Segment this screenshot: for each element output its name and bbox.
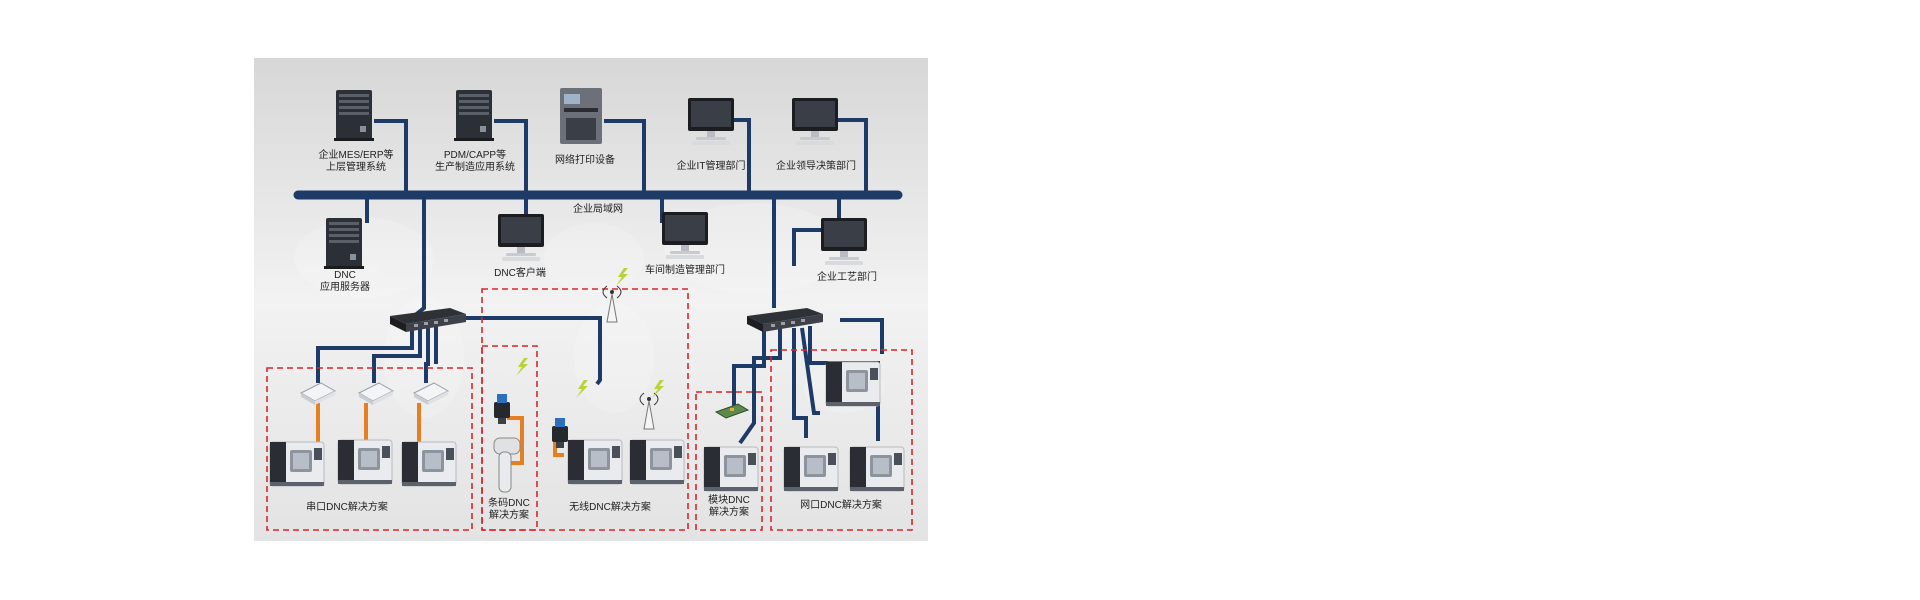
dnc-network-diagram: 企业MES/ERP等上层管理系统 PDM/CAPP等生产制造应用系统 网络打印设…	[254, 58, 928, 541]
barcode-solution-box	[481, 345, 538, 531]
network-solution-box	[770, 349, 913, 531]
it-dept-label: 企业IT管理部门	[676, 161, 746, 172]
serial-solution-label: 串口DNC解决方案	[306, 502, 388, 513]
cnc-machine-icon	[401, 441, 457, 487]
cnc-machine-icon	[269, 441, 325, 487]
cnc-machine-icon	[337, 439, 393, 485]
pdm-capp-server-icon	[454, 90, 494, 141]
barcode-scanner-icon	[493, 437, 521, 493]
dnc-server-icon	[324, 218, 364, 269]
cnc-machine-icon	[629, 439, 685, 485]
dnc-module-board-icon	[714, 403, 750, 419]
switch-left-cables	[316, 316, 602, 386]
serial-solution-box	[266, 367, 473, 531]
mes-erp-label: 企业MES/ERP等上层管理系统	[318, 150, 394, 173]
cnc-machine-icon	[703, 446, 759, 492]
process-dept-label: 企业工艺部门	[817, 272, 877, 283]
solution-boxes	[266, 288, 913, 531]
diagram-canvas	[254, 58, 928, 541]
leadership-label: 企业领导决策部门	[776, 161, 856, 172]
mes-erp-server-icon	[334, 90, 374, 141]
network-solution-label: 网口DNC解决方案	[800, 500, 882, 511]
module-solution-box	[695, 391, 763, 531]
cnc-machine-icon	[825, 361, 881, 407]
cnc-machine-icon	[567, 439, 623, 485]
printer-label: 网络打印设备	[555, 155, 615, 166]
pdm-capp-label: PDM/CAPP等生产制造应用系统	[435, 150, 515, 173]
lan-drop-cables	[365, 118, 868, 318]
lan-label: 企业局域网	[573, 204, 623, 215]
workshop-label: 车间制造管理部门	[645, 265, 725, 276]
serial-cables	[316, 403, 564, 465]
printer-icon	[560, 88, 602, 144]
cnc-machine-icon	[783, 446, 839, 492]
wireless-solution-label: 无线DNC解决方案	[569, 502, 651, 513]
dnc-client-label: DNC客户端	[494, 268, 546, 279]
cnc-machine-icon	[849, 446, 905, 492]
